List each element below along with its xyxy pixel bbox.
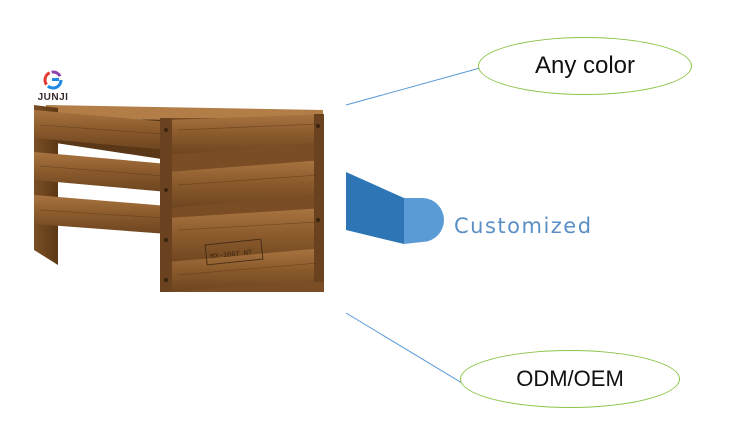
wooden-crate-image: MX-1067 NT xyxy=(34,105,324,292)
connector-line-top xyxy=(345,67,481,106)
odm-oem-label: ODM/OEM xyxy=(516,366,624,391)
pointer-tab-light xyxy=(404,198,444,244)
connector-line-bottom xyxy=(345,312,463,384)
any-color-label: Any color xyxy=(534,52,636,79)
odm-oem-bubble: ODM/OEM xyxy=(460,350,680,408)
pointer-tab-dark xyxy=(346,172,404,244)
customized-label: Customized xyxy=(454,214,593,238)
brand-logo: JUNJI xyxy=(28,70,78,112)
brand-name: JUNJI xyxy=(37,92,69,103)
logo-mark-icon xyxy=(43,70,63,90)
any-color-bubble: Any color xyxy=(478,37,692,95)
